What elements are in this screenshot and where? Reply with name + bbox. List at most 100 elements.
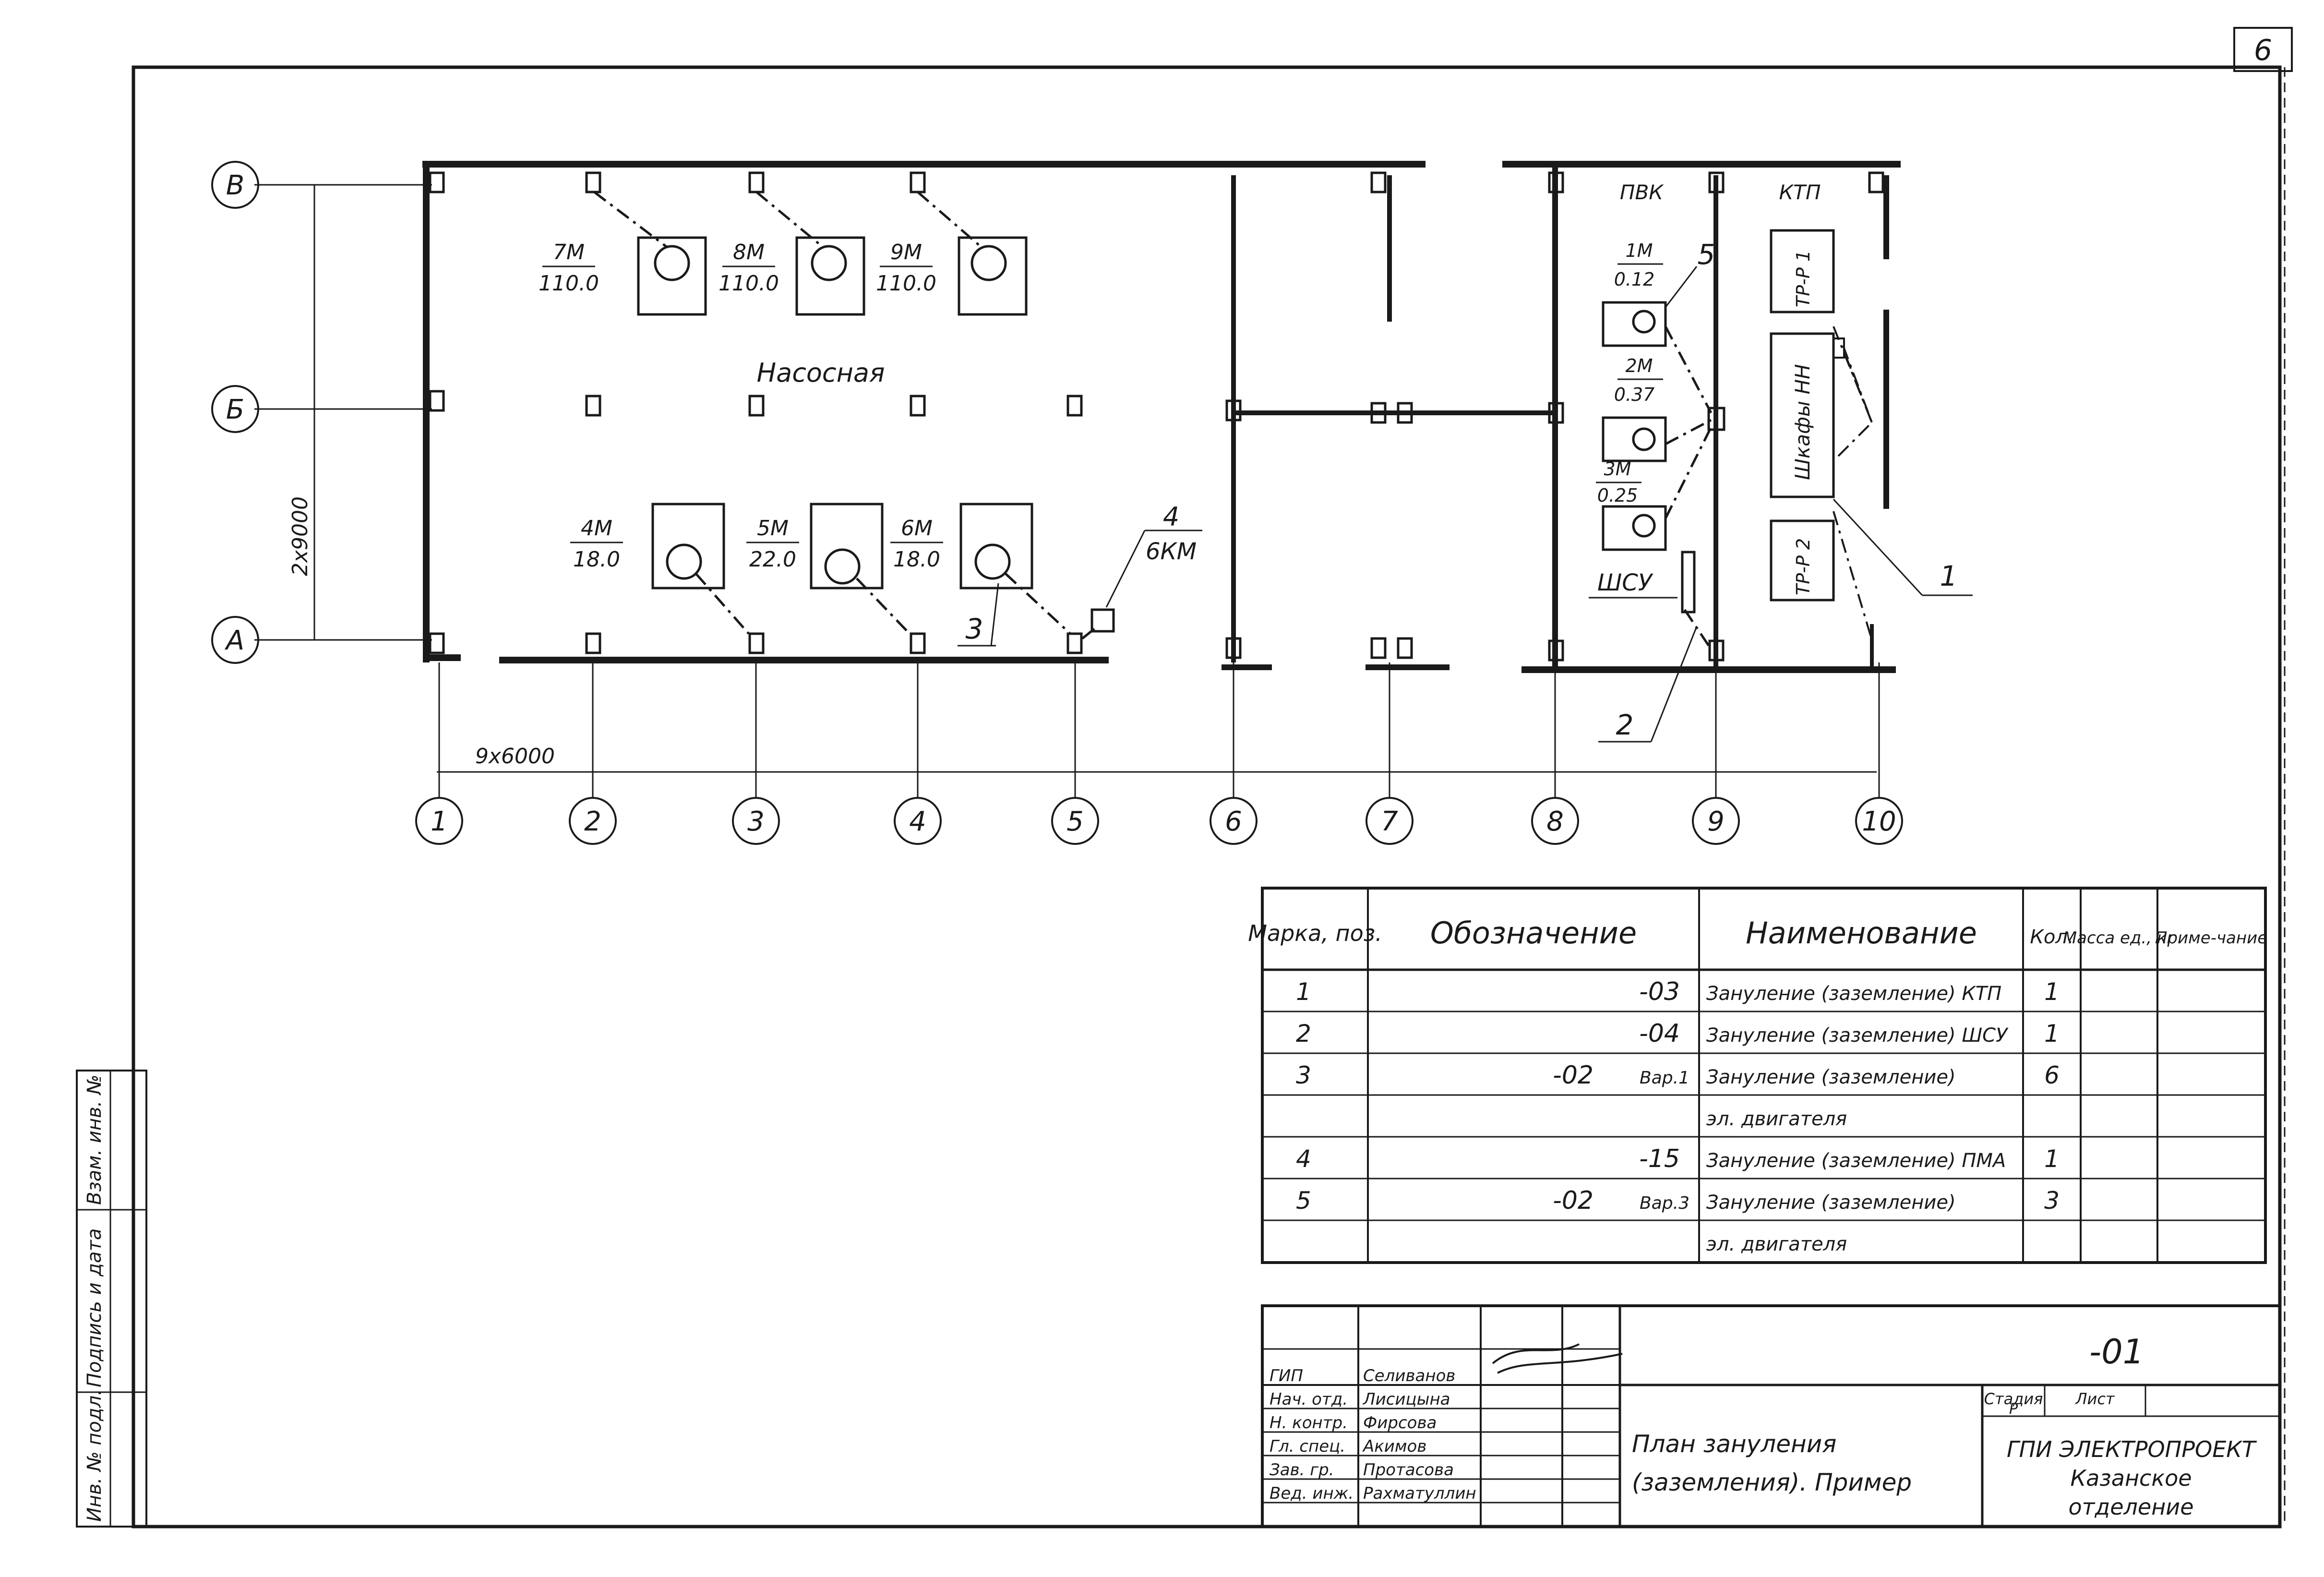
motor-name: 1М [1626,240,1653,261]
axis-label-col: 4 [909,806,926,837]
title-person: Акимов [1362,1437,1426,1456]
sheet-number: 6 [2254,34,2272,67]
sheet-frame [132,65,2282,1529]
stamp-inv: Инв. № подл. [84,1389,106,1522]
dim-cols: 9x6000 [475,744,555,769]
title-role: ГИП [1270,1366,1303,1385]
axis-bubble-col [1051,797,1099,845]
stage-label: Стадия [1984,1390,2043,1408]
spec-cell-name: эл. двигателя [1706,1108,1847,1130]
spec-cell-name: Зануление (заземление) ШСУ [1706,1024,2009,1047]
motor-power: 0.25 [1597,485,1638,506]
motor-power: 0.12 [1614,269,1655,290]
axis-label-row: Б [226,394,244,425]
dim-rows: 2x9000 [288,496,312,576]
motor-group-top [593,191,1028,316]
axis-bubble-col [1692,797,1740,845]
motor-power: 22.0 [749,547,796,572]
starter-callout: 4 6КМ 3 [958,502,1202,647]
doc-title-1: План зануления [1632,1430,1836,1458]
room-ktp-label: КТП [1779,181,1821,204]
spec-header-name: Наименование [1746,915,1977,951]
motor-power: 110.0 [539,271,599,296]
axis-label-col: 1 [431,806,448,837]
spec-header-qty: Кол. [2030,926,2073,948]
axis-bubble-row [211,616,259,664]
doc-code: -01 [2089,1332,2144,1372]
pvk-motors: 5 [1602,238,1725,551]
motor-name: 9М [890,240,922,265]
spec-cell-qty: 1 [2044,978,2060,1006]
org-name-3: отделение [2068,1494,2193,1520]
axis-bubble-col [1531,797,1579,845]
title-person: Протасова [1363,1460,1454,1480]
axis-bubble-col [894,797,942,845]
spec-cell-code: -03 [1639,977,1680,1006]
title-role: Нач. отд. [1270,1390,1348,1409]
spec-cell-name: Зануление (заземление) [1706,1066,1956,1088]
motor-labels: 7М 110.0 8М 110.0 9М 110.0 4М 18.0 5М 22… [539,240,943,572]
title-person: Фирсова [1363,1413,1437,1433]
cabinets-label: Шкафы НН [1791,364,1814,480]
motor-power: 0.37 [1614,384,1655,405]
motor-name: 5М [757,516,789,541]
building-walls [422,161,1901,673]
spec-cell-name: Зануление (заземление) ПМА [1706,1150,2006,1172]
org-name-2: Казанское [2070,1465,2192,1491]
spec-cell-variant: Вар.3 [1640,1193,1689,1213]
axis-label-col: 9 [1707,806,1725,837]
spec-header-code: Обозначение [1430,915,1637,951]
org-name-1: ГПИ ЭЛЕКТРОПРОЕКТ [2007,1436,2257,1462]
spec-table [1261,887,2267,1264]
starter-pos: 4 [1163,502,1179,532]
axis-label-row: В [226,170,244,201]
spec-cell-qty: 1 [2044,1145,2060,1173]
axis-bubble-col [569,797,617,845]
axis-bubble-col [1366,797,1414,845]
grid-axes: В Б А 2x9000 9x6000 [211,161,1877,773]
title-block-text: -01 План зануления (заземления). Пример … [1492,1332,2257,1520]
spec-cell-pos: 1 [1296,978,1311,1006]
room-pump-label: Насосная [757,358,885,388]
motor-name: 6М [901,516,933,541]
starter-name: 6КМ [1146,538,1197,565]
axis-label-col: 8 [1546,806,1564,837]
axis-bubble-col [1855,797,1903,845]
motor-name: 8М [733,240,765,265]
callout-5: 5 [1698,238,1715,271]
motor-power: 18.0 [893,547,940,572]
axis-label-col: 3 [747,806,765,837]
pvk-motor-labels: 1М 0.12 2М 0.37 3М 0.25 [1596,240,1663,506]
motor-group-bottom [651,503,1115,639]
callout-1: 1 [1940,560,1958,592]
spec-cell-pos: 4 [1296,1145,1311,1173]
spec-cell-qty: 1 [2044,1020,2060,1047]
spec-cell-variant: Вар.1 [1640,1068,1689,1088]
motor-power: 110.0 [719,271,779,296]
axis-bubble-col [415,797,463,845]
axis-label-col: 7 [1381,806,1398,837]
title-role: Гл. спец. [1270,1437,1345,1456]
axis-label-row: А [225,625,244,656]
axis-label-col: 6 [1225,806,1242,837]
axis-bubble-col [732,797,780,845]
shsu-cabinet: ШСУ 2 [1589,551,1710,743]
axis-bubble-col [1210,797,1258,845]
shsu-label: ШСУ [1597,569,1653,596]
axis-bubble-row [211,385,259,433]
axis-bubble-row [211,161,259,209]
motor-power: 110.0 [876,271,936,296]
spec-cell-code: -02 [1553,1061,1593,1090]
spec-cell-pos: 2 [1296,1020,1311,1047]
title-role: Вед. инж. [1270,1484,1354,1503]
callout-2: 2 [1616,709,1634,741]
doc-title-2: (заземления). Пример [1632,1469,1912,1496]
spec-header-pos: Марка, поз. [1248,920,1382,946]
axis-label-col: 2 [584,806,601,837]
spec-cell-pos: 3 [1296,1061,1311,1089]
spec-cell-name: эл. двигателя [1706,1233,1847,1255]
